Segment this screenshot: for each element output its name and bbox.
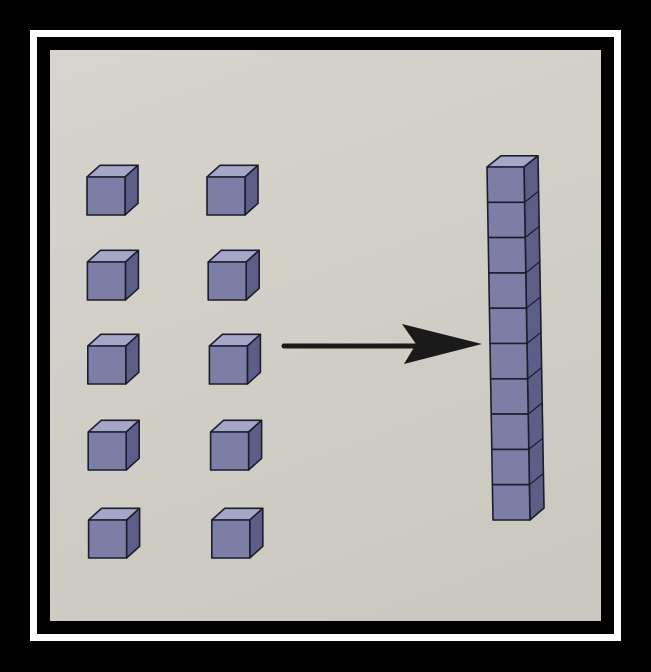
cube-front-face bbox=[206, 176, 246, 216]
rod-segment bbox=[487, 236, 527, 274]
rod-segment bbox=[490, 413, 530, 451]
unit-cube bbox=[87, 419, 140, 471]
rod-segment bbox=[491, 483, 531, 521]
rod-side-divider bbox=[526, 331, 542, 344]
unit-cubes-group bbox=[86, 164, 264, 559]
unit-cube bbox=[86, 164, 139, 216]
unit-cube bbox=[86, 249, 140, 301]
rod-side-divider bbox=[529, 473, 544, 486]
rod-segment bbox=[486, 166, 526, 204]
rod-segment bbox=[489, 342, 529, 380]
rod-side-divider bbox=[525, 261, 541, 274]
unit-cube bbox=[207, 249, 260, 301]
diagram-canvas bbox=[50, 50, 601, 621]
cube-front-face bbox=[209, 431, 250, 471]
rod-side-divider bbox=[527, 402, 543, 415]
rod-side-divider bbox=[523, 155, 539, 168]
cube-front-face bbox=[208, 345, 249, 385]
cube-front-face bbox=[87, 519, 128, 559]
cube-front-face bbox=[86, 261, 127, 301]
cube-front-face bbox=[211, 519, 251, 559]
unit-cube bbox=[86, 333, 140, 385]
unit-cube bbox=[206, 164, 259, 216]
ten-rod bbox=[486, 155, 545, 521]
rod-segment bbox=[487, 272, 528, 310]
unit-cube bbox=[87, 507, 141, 559]
unit-cube bbox=[209, 419, 263, 471]
rod-side-divider bbox=[526, 296, 541, 309]
rod-side-divider bbox=[524, 190, 539, 203]
place-value-diagram bbox=[86, 155, 545, 559]
unit-cube bbox=[211, 507, 264, 559]
rod-side-divider bbox=[524, 225, 540, 239]
rod-segment bbox=[486, 201, 527, 239]
rod-segment bbox=[490, 448, 531, 486]
rod-segment bbox=[489, 377, 530, 415]
cube-front-face bbox=[86, 345, 127, 385]
rod-side-divider bbox=[527, 367, 542, 380]
unit-cube bbox=[208, 333, 262, 385]
rod-segment bbox=[488, 307, 528, 345]
cube-front-face bbox=[87, 431, 127, 471]
arrow bbox=[281, 324, 482, 364]
cube-front-face bbox=[207, 261, 247, 301]
cube-front-face bbox=[86, 176, 126, 216]
arrow-head bbox=[402, 324, 482, 364]
rod-side-divider bbox=[528, 437, 544, 450]
